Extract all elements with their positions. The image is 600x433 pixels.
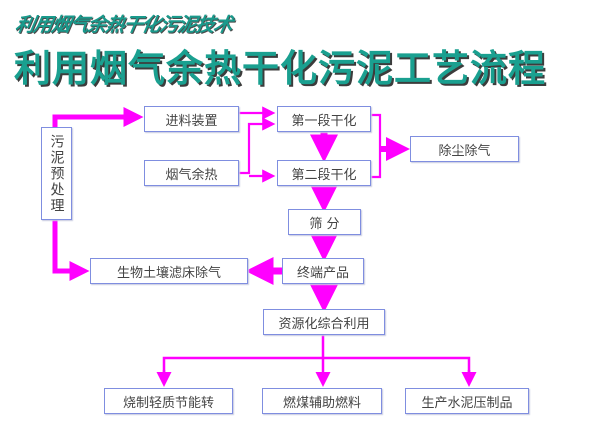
node-biofilter: 生物土壤滤床除气 <box>90 258 248 284</box>
node-fuel: 燃煤辅助燃料 <box>262 388 382 414</box>
node-utilization: 资源化综合利用 <box>263 309 385 335</box>
node-stage1-drying: 第一段干化 <box>277 106 371 132</box>
arrow-flue-to-stage1 <box>239 117 276 175</box>
arrow-branch-bar <box>162 356 471 382</box>
node-brick: 烧制轻质节能转 <box>104 388 233 414</box>
arrow-pretreat-to-feeding <box>52 107 144 127</box>
node-flue-heat: 烟气余热 <box>144 160 239 186</box>
node-feeding: 进料装置 <box>144 106 239 132</box>
page-title: 利用烟气余热干化污泥工艺流程 <box>14 47 546 90</box>
arrow-stage1-to-dedust <box>371 113 382 179</box>
node-cement: 生产水泥压制品 <box>405 388 529 414</box>
node-terminal-product: 终端产品 <box>282 258 364 284</box>
arrow-pretreat-to-biofilter <box>52 220 90 281</box>
node-pretreatment: 污泥预处理 <box>41 127 72 220</box>
node-screening: 筛 分 <box>288 209 361 235</box>
node-dedust: 除尘除气 <box>410 136 519 162</box>
node-stage2-drying: 第二段干化 <box>277 160 371 186</box>
